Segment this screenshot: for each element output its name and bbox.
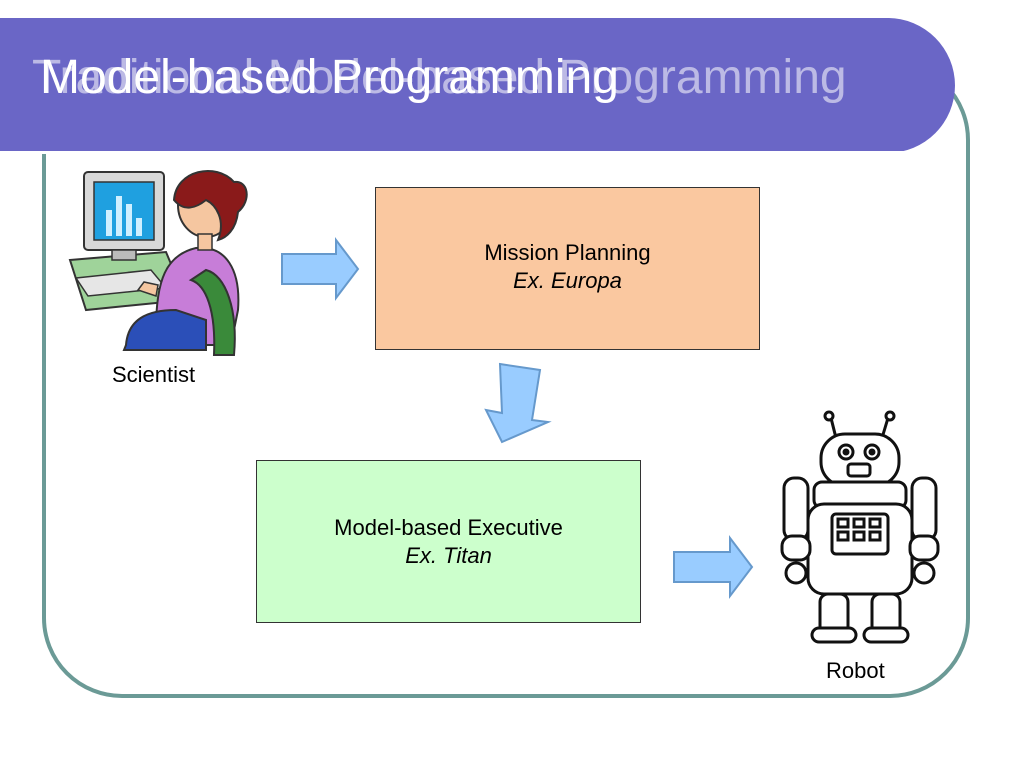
model-based-executive-box: Model-based Executive Ex. Titan bbox=[256, 460, 641, 623]
robot-icon bbox=[780, 410, 940, 644]
robot-caption: Robot bbox=[826, 658, 885, 683]
scientist-caption: Scientist bbox=[112, 362, 196, 387]
title-bar bbox=[0, 18, 955, 154]
executive-example: Ex. Titan bbox=[405, 543, 492, 568]
executive-label: Model-based Executive bbox=[334, 515, 563, 540]
arrow-right-icon bbox=[281, 237, 360, 301]
arrow-down-icon bbox=[484, 362, 552, 444]
mission-planning-label: Mission Planning bbox=[484, 240, 651, 265]
slide-title: Model-based Programming bbox=[40, 51, 619, 104]
slide-title-overlap: Traditional Model-based Programming bbox=[32, 51, 847, 104]
mission-planning-example: Ex. Europa bbox=[513, 268, 622, 293]
arrow-right-icon bbox=[673, 535, 754, 599]
scientist-at-computer-icon bbox=[68, 170, 248, 356]
title-underline bbox=[0, 151, 905, 154]
mission-planning-box: Mission Planning Ex. Europa bbox=[375, 187, 760, 350]
